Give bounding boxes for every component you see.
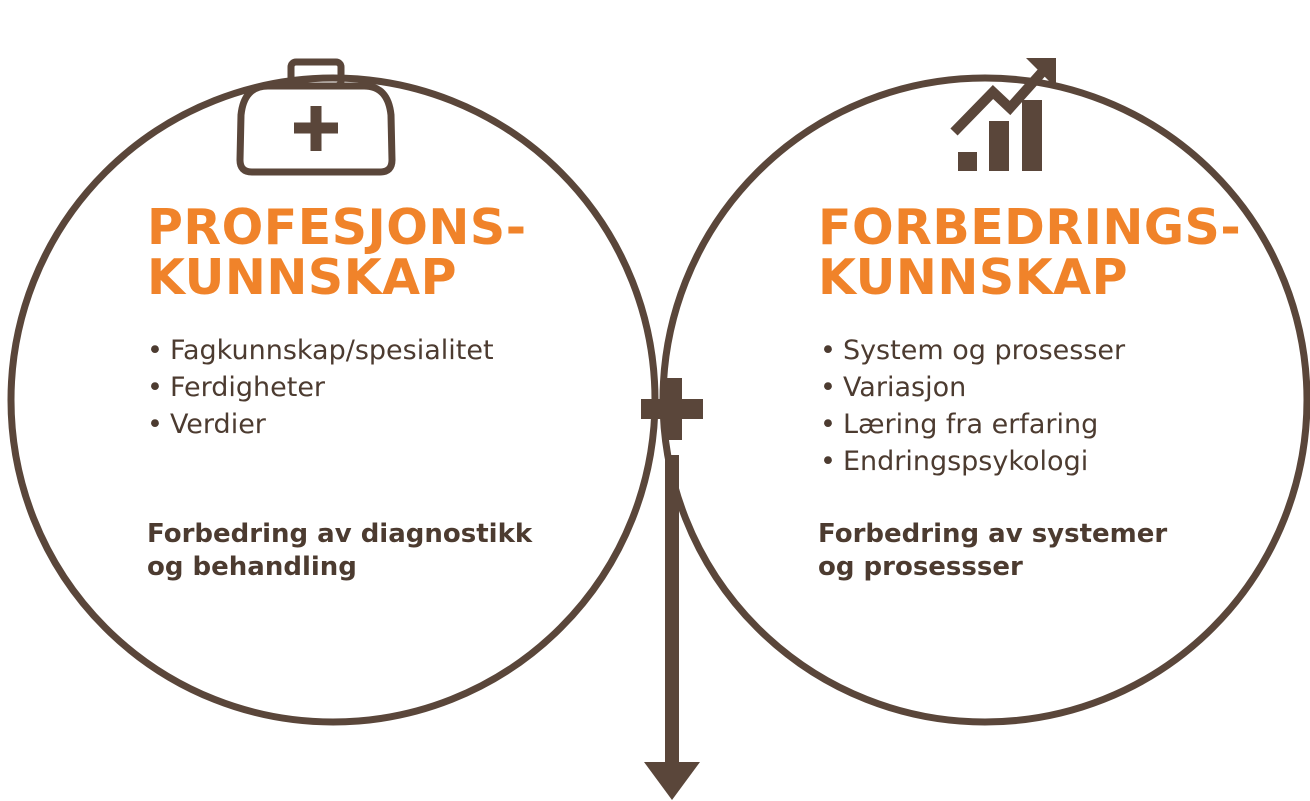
list-item: Verdier: [147, 406, 494, 443]
left-summary-line2: og behandling: [147, 552, 357, 582]
arrow-down-icon: [644, 455, 700, 800]
plus-icon: [641, 378, 703, 440]
left-title-line1: PROFESJONS-: [147, 199, 527, 256]
list-item: Variasjon: [820, 369, 1125, 406]
right-summary: Forbedring av systemer og prosessser: [818, 518, 1167, 584]
left-title-line2: KUNNSKAP: [147, 249, 458, 306]
growth-chart-icon: [950, 58, 1056, 171]
left-summary-line1: Forbedring av diagnostikk: [147, 519, 533, 549]
left-title: PROFESJONS- KUNNSKAP: [147, 203, 527, 303]
list-item: Endringspsykologi: [820, 443, 1125, 480]
right-title: FORBEDRINGS- KUNNSKAP: [818, 203, 1241, 303]
list-item: Fagkunnskap/spesialitet: [147, 332, 494, 369]
left-summary: Forbedring av diagnostikk og behandling: [147, 518, 532, 584]
right-summary-line2: og prosessser: [818, 552, 1023, 582]
list-item: System og prosesser: [820, 332, 1125, 369]
right-title-line2: KUNNSKAP: [818, 249, 1129, 306]
list-item: Ferdigheter: [147, 369, 494, 406]
left-bullet-list: Fagkunnskap/spesialitet Ferdigheter Verd…: [147, 332, 494, 443]
right-bullet-list: System og prosesser Variasjon Læring fra…: [820, 332, 1125, 480]
list-item: Læring fra erfaring: [820, 406, 1125, 443]
right-summary-line1: Forbedring av systemer: [818, 519, 1168, 549]
medical-bag-icon: [236, 58, 396, 176]
right-title-line1: FORBEDRINGS-: [818, 199, 1242, 256]
